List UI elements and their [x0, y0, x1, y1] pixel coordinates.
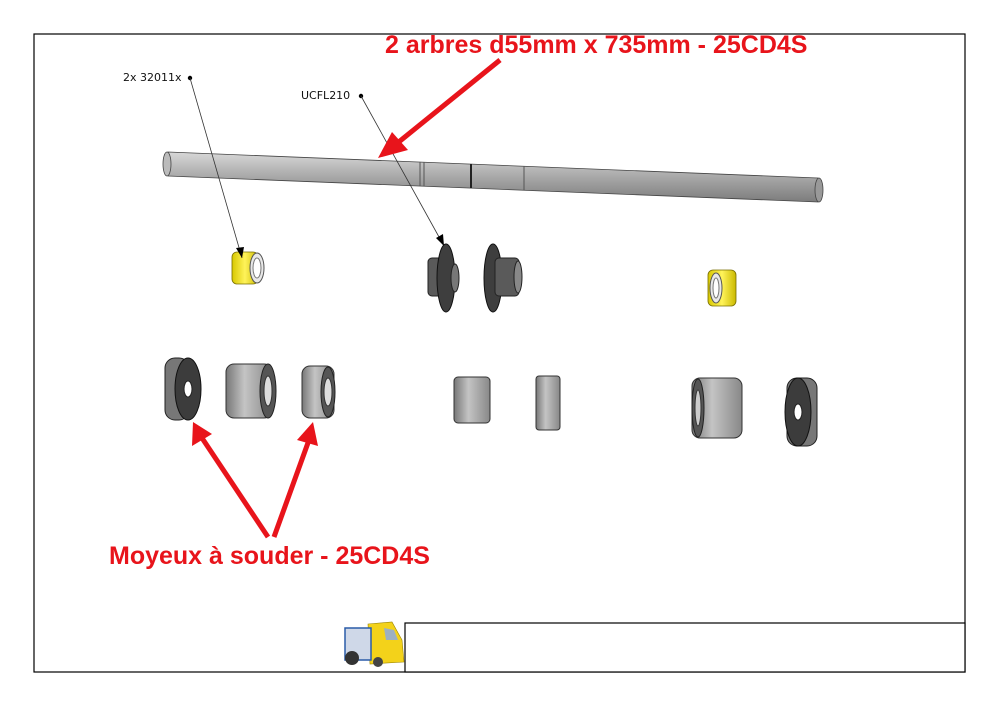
spacer-left-1 [225, 363, 277, 419]
shaft [162, 151, 824, 203]
car-logo [344, 621, 405, 667]
leader-line-flange [358, 93, 445, 247]
flange-bearing-left [427, 243, 460, 313]
annotation-shafts: 2 arbres d55mm x 735mm - 25CD4S [385, 31, 808, 59]
tapered-bearing-left [231, 251, 265, 285]
hub-disk-right [784, 377, 818, 447]
hub-disk-left [164, 357, 202, 421]
spacer-right [691, 377, 743, 439]
annotation-arrow-shaft [378, 58, 502, 158]
drawing-frame [33, 33, 966, 673]
spacer-center-2 [535, 375, 561, 431]
annotation-hubs: Moyeux à souder - 25CD4S [109, 542, 430, 570]
callout-flange-label: UCFL210 [301, 89, 351, 102]
title-block [404, 622, 966, 673]
leader-line-bearing [187, 75, 244, 259]
annotation-arrows-hubs [192, 422, 318, 539]
spacer-center-1 [453, 376, 491, 424]
flange-bearing-right [483, 243, 523, 313]
tapered-bearing-right [707, 269, 737, 307]
spacer-left-2 [301, 365, 336, 419]
callout-bearing-label: 2x 32011x [123, 71, 182, 84]
